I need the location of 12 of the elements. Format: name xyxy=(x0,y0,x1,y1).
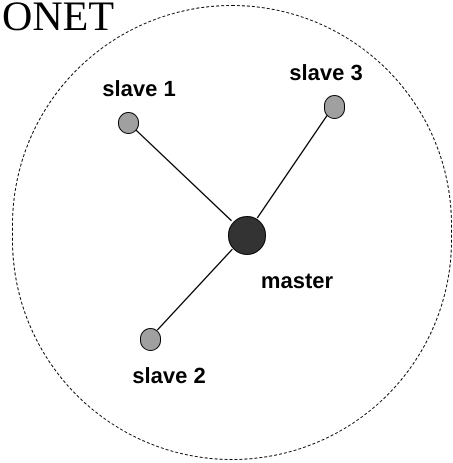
node-label: slave 1 xyxy=(102,78,176,100)
node-label: slave 3 xyxy=(289,62,363,84)
master-node xyxy=(228,216,266,255)
title: ONET xyxy=(2,0,114,38)
node-label: master xyxy=(260,270,334,292)
node-label: slave 2 xyxy=(132,365,206,387)
slave-node xyxy=(140,328,161,351)
connection-line xyxy=(135,129,232,222)
connection-line xyxy=(156,248,233,331)
slave-node xyxy=(324,95,345,119)
slave-node xyxy=(118,112,139,134)
connection-line xyxy=(256,115,328,218)
